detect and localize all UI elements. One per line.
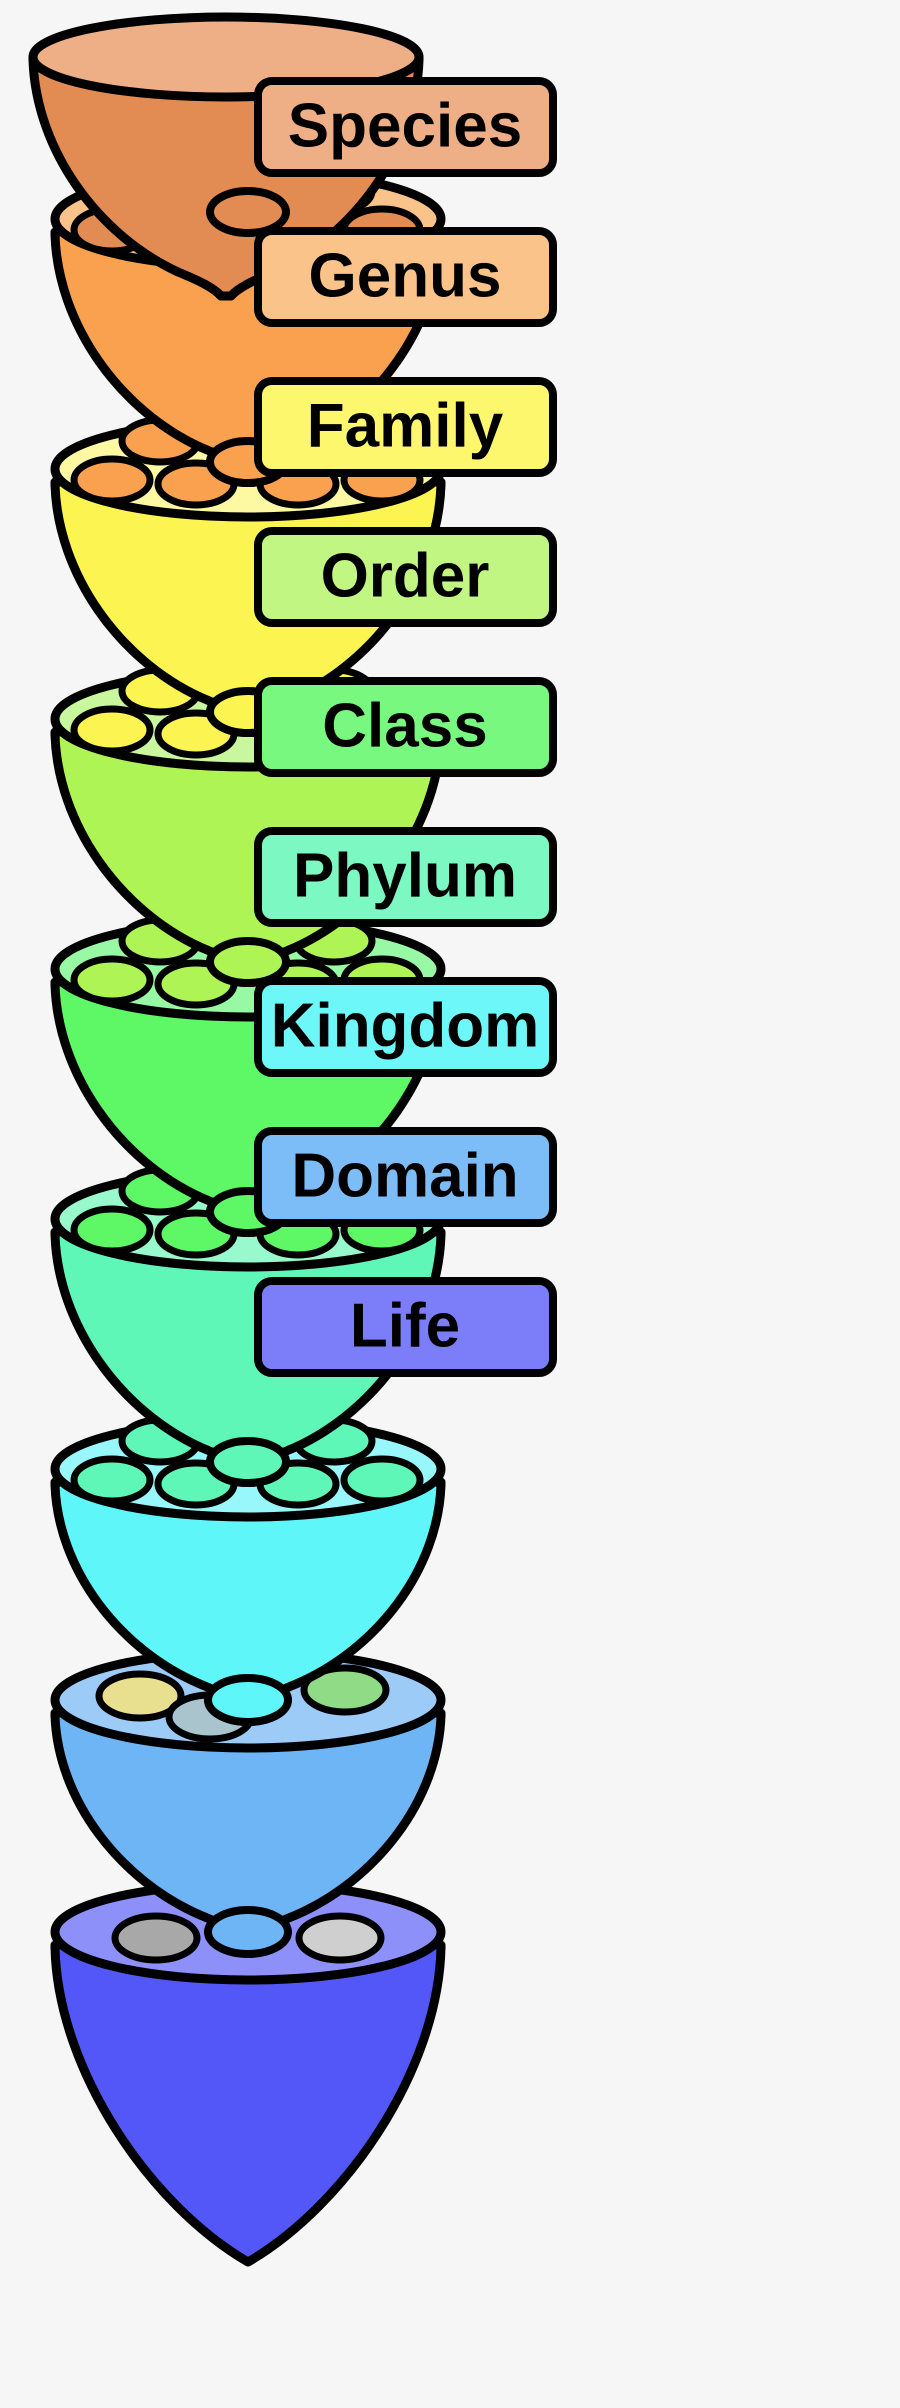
- label-phylum[interactable]: Phylum: [254, 827, 557, 927]
- rim-hole-kingdom-6: [340, 1455, 424, 1505]
- label-domain[interactable]: Domain: [254, 1127, 557, 1227]
- funnel-spout-phylum: [206, 1437, 290, 1487]
- rim-hole-family-1: [70, 455, 154, 505]
- label-box-species[interactable]: [254, 77, 557, 177]
- label-text-order: Order: [321, 541, 490, 610]
- funnel-spout-species: [206, 187, 290, 237]
- funnel-spout-domain: [204, 1906, 292, 1958]
- label-text-life: Life: [350, 1291, 460, 1360]
- label-text-kingdom: Kingdom: [271, 991, 540, 1060]
- rim-hole-domain-3: [300, 1664, 390, 1716]
- funnel-spout-kingdom: [204, 1674, 292, 1726]
- rim-hole-life-1: [111, 1912, 201, 1964]
- label-box-class[interactable]: [254, 677, 557, 777]
- rim-hole-phylum-1: [70, 1205, 154, 1255]
- rim-hole-class-1: [70, 955, 154, 1005]
- rim-hole-kingdom-1: [70, 1455, 154, 1505]
- label-box-kingdom[interactable]: [254, 977, 557, 1077]
- rim-hole-order-1: [70, 705, 154, 755]
- label-text-genus: Genus: [309, 241, 502, 310]
- label-order[interactable]: Order: [254, 527, 557, 627]
- label-species[interactable]: Species: [254, 77, 557, 177]
- label-text-family: Family: [307, 391, 504, 460]
- label-box-phylum[interactable]: [254, 827, 557, 927]
- label-class[interactable]: Class: [254, 677, 557, 777]
- label-box-family[interactable]: [254, 377, 557, 477]
- label-genus[interactable]: Genus: [254, 227, 557, 327]
- label-box-order[interactable]: [254, 527, 557, 627]
- label-box-genus[interactable]: [254, 227, 557, 327]
- label-family[interactable]: Family: [254, 377, 557, 477]
- label-kingdom[interactable]: Kingdom: [254, 977, 557, 1077]
- label-life[interactable]: Life: [254, 1277, 557, 1377]
- label-boxes: Species Genus Family Order Class Phylum: [254, 77, 557, 1377]
- label-text-species: Species: [288, 91, 522, 160]
- label-box-domain[interactable]: [254, 1127, 557, 1227]
- label-text-phylum: Phylum: [293, 841, 517, 910]
- rim-hole-life-2: [295, 1912, 385, 1964]
- label-text-class: Class: [322, 691, 487, 760]
- label-box-life[interactable]: [254, 1277, 557, 1377]
- funnel-body-life: [50, 1940, 446, 2267]
- label-text-domain: Domain: [291, 1141, 518, 1210]
- rim-hole-domain-1: [95, 1670, 185, 1722]
- funnel-spout-order: [206, 937, 290, 987]
